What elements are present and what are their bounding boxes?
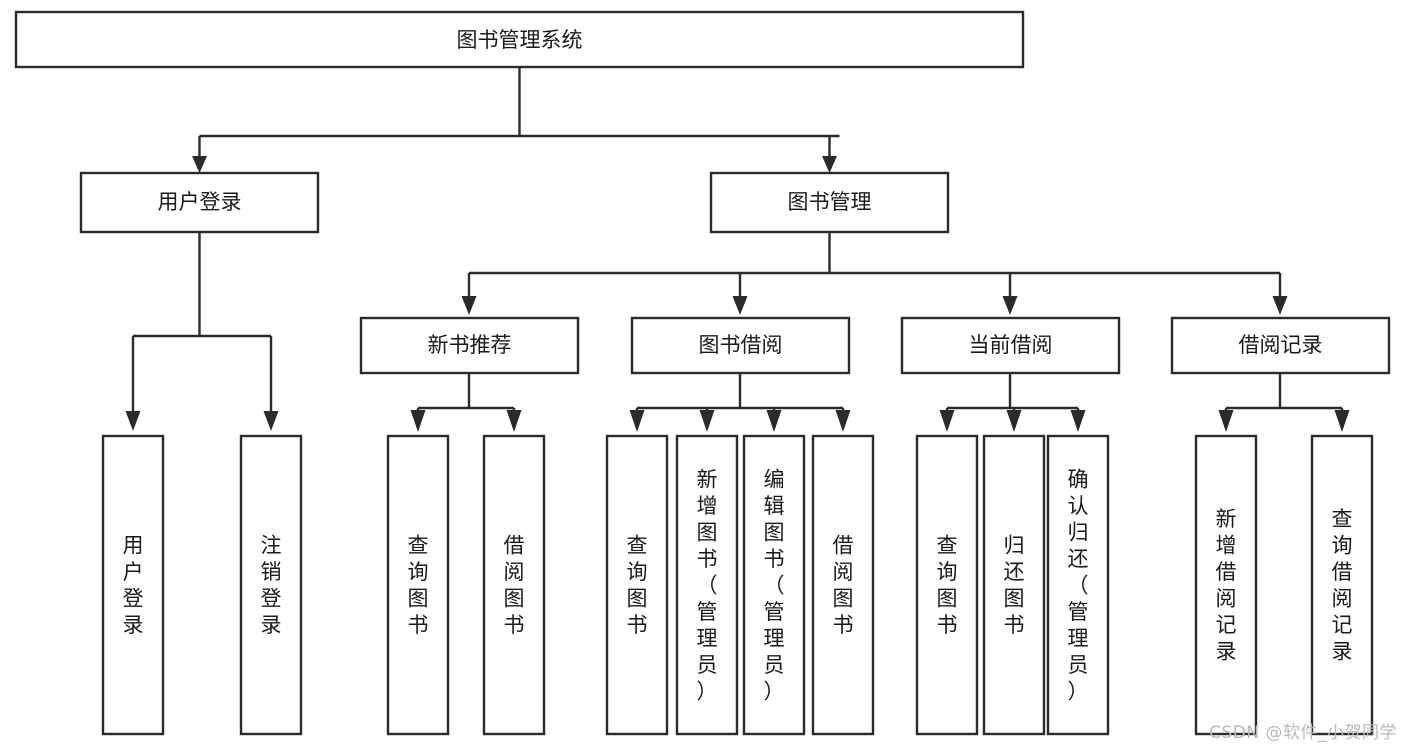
- arrow-book-manage-child-2: [732, 296, 748, 315]
- leaf-query-book-rec-label: 查询图书: [408, 534, 429, 638]
- leaf-logout-login-box[interactable]: [239, 434, 303, 736]
- leaf-node[interactable]: 注销登录: [239, 434, 303, 736]
- leaf-borrow-book-rec-label: 借阅图书: [504, 534, 525, 638]
- leaf-borrow-book-label: 借阅图书: [833, 534, 854, 638]
- arrow-book-borrow-leaf-2: [699, 410, 715, 432]
- leaf-add-borrow-record-box[interactable]: [1194, 434, 1258, 736]
- node-book-borrow-box[interactable]: [630, 316, 851, 375]
- leaf-node[interactable]: 查询图书: [386, 434, 450, 736]
- arrow-user-login-leaf-1: [125, 411, 141, 431]
- node-current-borrow-box[interactable]: [900, 316, 1121, 375]
- leaf-node-layer: 用户登录 注销登录 查询图书 借阅图书 查询图书 新增图书（管理员） 编辑图书（管理员） 借阅…: [101, 434, 1374, 736]
- node-book-borrow-label: 图书借阅: [699, 333, 783, 357]
- leaf-borrow-book-rec-box[interactable]: [482, 434, 546, 736]
- connector-group-book-manage: [461, 232, 1288, 315]
- leaf-borrow-book-box[interactable]: [811, 434, 875, 736]
- leaf-add-borrow-record-label: 新增借阅记录: [1216, 507, 1237, 664]
- node-borrow-record-label: 借阅记录: [1239, 333, 1323, 357]
- leaf-query-book-current-box[interactable]: [915, 434, 979, 736]
- leaf-add-book-admin-label: 新增图书（管理员）: [697, 467, 718, 703]
- leaf-node[interactable]: 查询图书: [605, 434, 669, 736]
- node-book-manage-box[interactable]: [709, 171, 950, 234]
- leaf-confirm-return-admin-label: 确认归还（管理员）: [1068, 467, 1089, 703]
- leaf-node[interactable]: 借阅图书: [482, 434, 546, 736]
- leaf-node[interactable]: 用户登录: [101, 434, 165, 736]
- arrow-new-book-rec-leaf-1: [410, 410, 426, 432]
- connector-group-book-borrow: [629, 373, 851, 432]
- leaf-node[interactable]: 确认归还（管理员）: [1046, 434, 1110, 736]
- arrow-current-borrow-leaf-1: [939, 410, 955, 432]
- leaf-node[interactable]: 新增图书（管理员）: [675, 434, 739, 736]
- arrow-current-borrow-leaf-3: [1070, 410, 1086, 432]
- connector-group-borrow-record: [1218, 373, 1350, 432]
- leaf-user-login-label: 用户登录: [123, 534, 144, 638]
- arrow-book-borrow-leaf-1: [629, 410, 645, 432]
- arrow-book-borrow-leaf-3: [766, 410, 782, 432]
- node-book-borrow[interactable]: 图书借阅: [630, 316, 851, 375]
- connector-group-current-borrow: [939, 373, 1086, 432]
- arrow-book-manage-child-4: [1272, 296, 1288, 315]
- leaf-node[interactable]: 编辑图书（管理员）: [742, 434, 806, 736]
- arrow-book-manage-child-1: [461, 296, 477, 315]
- leaf-confirm-return-admin-box[interactable]: [1046, 434, 1110, 736]
- leaf-node[interactable]: 查询图书: [915, 434, 979, 736]
- node-new-book-rec[interactable]: 新书推荐: [359, 316, 580, 375]
- arrow-root-to-book-manage: [822, 156, 837, 173]
- leaf-return-book-box[interactable]: [982, 434, 1046, 736]
- leaf-edit-book-admin-label: 编辑图书（管理员）: [764, 467, 785, 703]
- leaf-query-book-borrow-label: 查询图书: [627, 534, 648, 638]
- node-new-book-rec-box[interactable]: [359, 316, 580, 375]
- arrow-user-login-leaf-2: [263, 411, 279, 431]
- leaf-return-book-label: 归还图书: [1004, 534, 1025, 638]
- node-new-book-rec-label: 新书推荐: [428, 333, 512, 357]
- connector-group-user-login: [125, 232, 279, 431]
- leaf-node[interactable]: 新增借阅记录: [1194, 434, 1258, 736]
- connector-group-root: [192, 67, 840, 173]
- leaf-user-login-box[interactable]: [101, 434, 165, 736]
- arrow-root-to-user-login: [192, 156, 207, 173]
- node-book-manage-label: 图书管理: [788, 190, 872, 214]
- leaf-add-book-admin-box[interactable]: [675, 434, 739, 736]
- leaf-logout-login-label: 注销登录: [261, 534, 282, 638]
- node-current-borrow[interactable]: 当前借阅: [900, 316, 1121, 375]
- csdn-watermark: CSDN @软件_小贺同学: [1209, 723, 1397, 743]
- arrow-book-borrow-leaf-4: [835, 410, 851, 432]
- leaf-node[interactable]: 归还图书: [982, 434, 1046, 736]
- arrow-borrow-record-leaf-1: [1218, 410, 1234, 432]
- leaf-node[interactable]: 查询借阅记录: [1310, 434, 1374, 736]
- leaf-query-book-current-label: 查询图书: [937, 534, 958, 638]
- node-root[interactable]: 图书管理系统: [14, 10, 1025, 69]
- node-book-manage[interactable]: 图书管理: [709, 171, 950, 234]
- node-user-login-label: 用户登录: [158, 190, 242, 214]
- leaf-query-borrow-record-label: 查询借阅记录: [1332, 507, 1353, 664]
- node-current-borrow-label: 当前借阅: [969, 333, 1053, 357]
- arrow-borrow-record-leaf-2: [1334, 410, 1350, 432]
- node-borrow-record-box[interactable]: [1170, 316, 1391, 375]
- leaf-query-borrow-record-box[interactable]: [1310, 434, 1374, 736]
- node-user-login[interactable]: 用户登录: [79, 171, 320, 234]
- leaf-query-book-rec-box[interactable]: [386, 434, 450, 736]
- leaf-node[interactable]: 借阅图书: [811, 434, 875, 736]
- leaf-edit-book-admin-box[interactable]: [742, 434, 806, 736]
- arrow-book-manage-child-3: [1002, 296, 1018, 315]
- connector-group-new-book-rec: [410, 373, 522, 432]
- node-root-box[interactable]: [14, 10, 1025, 69]
- leaf-query-book-borrow-box[interactable]: [605, 434, 669, 736]
- arrow-current-borrow-leaf-2: [1006, 410, 1022, 432]
- node-user-login-box[interactable]: [79, 171, 320, 234]
- node-borrow-record[interactable]: 借阅记录: [1170, 316, 1391, 375]
- arrow-new-book-rec-leaf-2: [506, 410, 522, 432]
- node-root-label: 图书管理系统: [457, 28, 583, 52]
